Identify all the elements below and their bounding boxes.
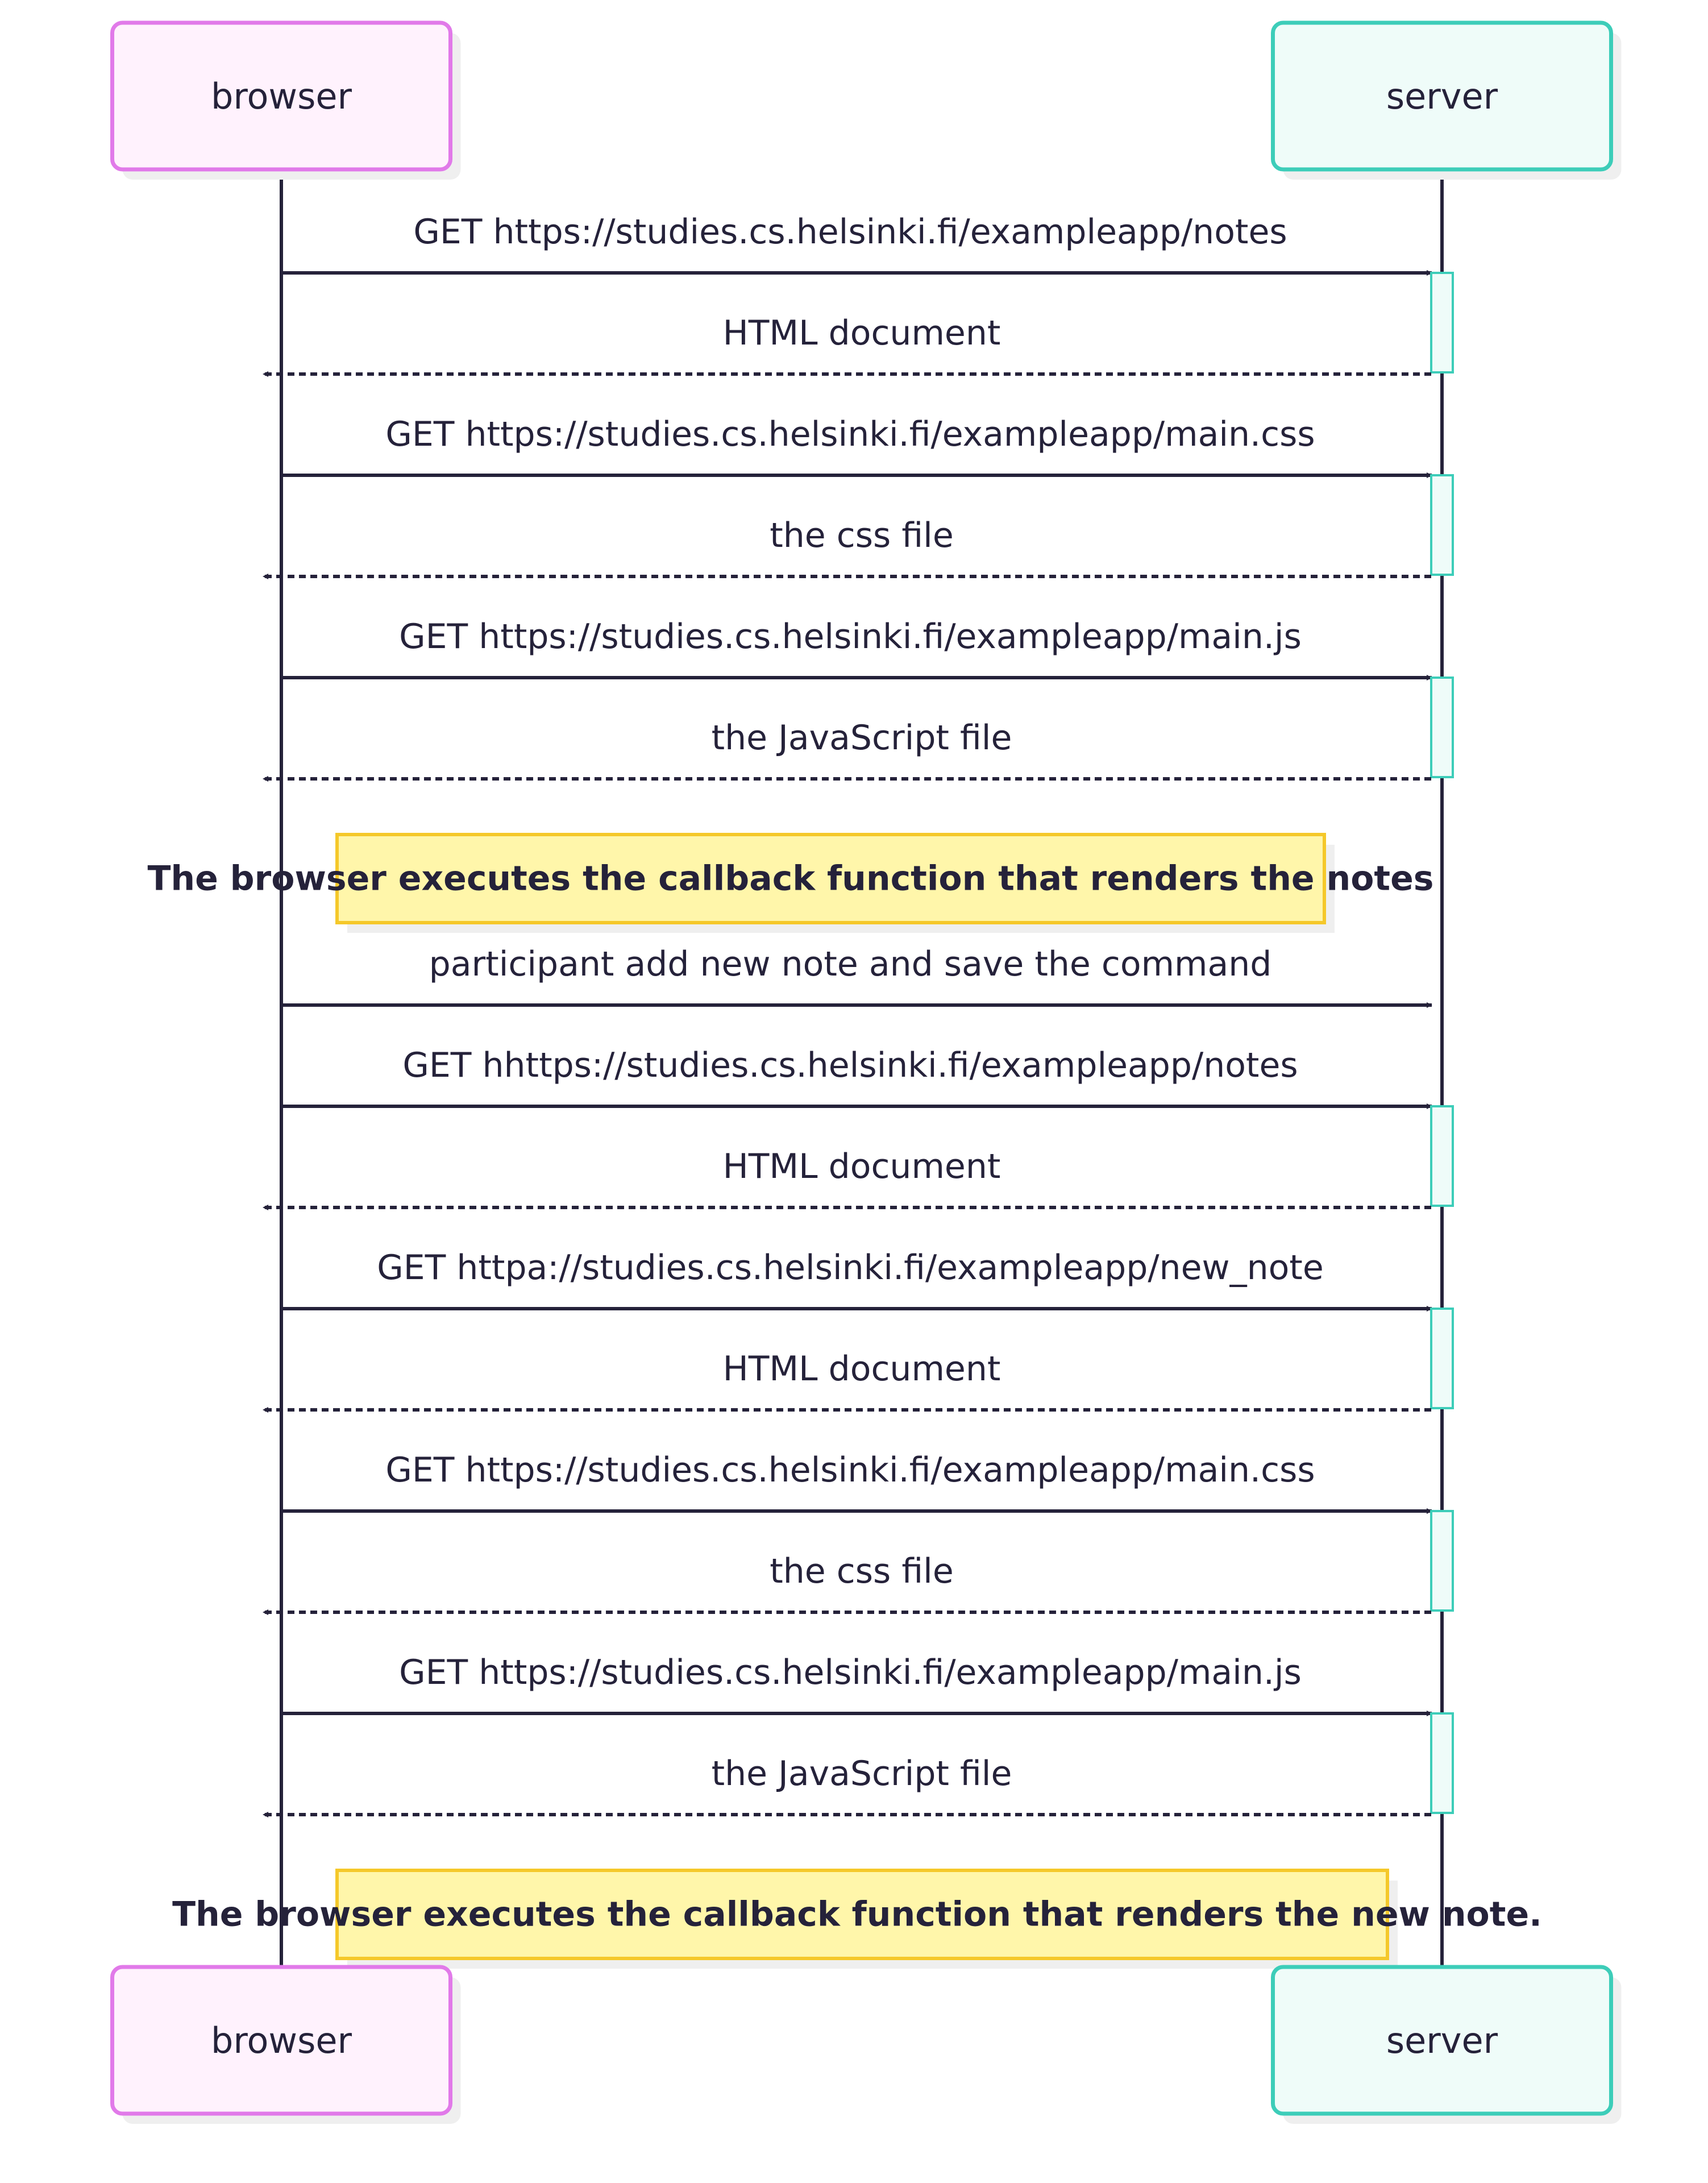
browser-actor-box	[110, 20, 452, 172]
activation-box	[1430, 474, 1454, 576]
message: GET https://studies.cs.helsinki.fi/examp…	[281, 414, 1432, 478]
message-label: the css file	[770, 1551, 954, 1591]
activation-box	[1430, 1105, 1454, 1207]
browser-actor-bottom: browser	[110, 1965, 461, 2124]
message-label: GET httpa://studies.cs.helsinki.fi/examp…	[377, 1248, 1324, 1288]
browser-actor-label: browser	[211, 2020, 352, 2061]
note-label: The browser executes the callback functi…	[147, 859, 1433, 899]
activation-box	[1430, 1510, 1454, 1612]
message-label: HTML document	[723, 313, 1001, 353]
message: GET https://studies.cs.helsinki.fi/examp…	[281, 212, 1432, 276]
server-actor-label: server	[1386, 2020, 1498, 2061]
note: The browser executes the callback functi…	[172, 1869, 1542, 1969]
message: the JavaScript file	[263, 718, 1431, 782]
message-label: the JavaScript file	[712, 718, 1012, 758]
activation-box	[1430, 677, 1454, 778]
message: GET https://studies.cs.helsinki.fi/examp…	[281, 617, 1432, 680]
note-box	[335, 833, 1326, 924]
message: the css file	[263, 516, 1431, 579]
message-label: GET https://studies.cs.helsinki.fi/examp…	[385, 414, 1315, 454]
message: HTML document	[263, 1349, 1431, 1413]
browser-actor-box	[110, 1965, 452, 2116]
message: GET hhttps://studies.cs.helsinki.fi/exam…	[281, 1045, 1432, 1109]
server-actor-box	[1271, 1965, 1613, 2116]
activation-box	[1430, 272, 1454, 373]
browser-actor-label: browser	[211, 76, 352, 117]
note: The browser executes the callback functi…	[147, 833, 1434, 933]
message-label: GET hhttps://studies.cs.helsinki.fi/exam…	[402, 1045, 1298, 1085]
browser-actor-top: browser	[110, 20, 461, 180]
message-label: participant add new note and save the co…	[429, 944, 1272, 984]
message: GET https://studies.cs.helsinki.fi/examp…	[281, 1653, 1432, 1716]
message-label: the JavaScript file	[712, 1754, 1012, 1794]
message: GET https://studies.cs.helsinki.fi/examp…	[281, 1450, 1432, 1514]
message: GET httpa://studies.cs.helsinki.fi/examp…	[281, 1248, 1432, 1312]
server-actor-label: server	[1386, 76, 1498, 117]
message: HTML document	[263, 1147, 1431, 1210]
note-label: The browser executes the callback functi…	[172, 1895, 1542, 1935]
activation-box	[1430, 1308, 1454, 1409]
server-actor-box	[1271, 20, 1613, 172]
message-label: GET https://studies.cs.helsinki.fi/examp…	[385, 1450, 1315, 1490]
message-label: GET https://studies.cs.helsinki.fi/examp…	[413, 212, 1287, 252]
server-actor-bottom: server	[1271, 1965, 1622, 2124]
activation-box	[1430, 1712, 1454, 1814]
message-label: HTML document	[723, 1349, 1001, 1389]
server-actor-top: server	[1271, 20, 1622, 180]
message-label: HTML document	[723, 1147, 1001, 1186]
note-box	[335, 1869, 1389, 1960]
message-label: the css file	[770, 516, 954, 555]
message: HTML document	[263, 313, 1431, 377]
message: the css file	[263, 1551, 1431, 1615]
message-label: GET https://studies.cs.helsinki.fi/examp…	[399, 1653, 1302, 1692]
message-label: GET https://studies.cs.helsinki.fi/examp…	[399, 617, 1302, 657]
message: the JavaScript file	[263, 1754, 1431, 1817]
message: participant add new note and save the co…	[281, 944, 1432, 1008]
